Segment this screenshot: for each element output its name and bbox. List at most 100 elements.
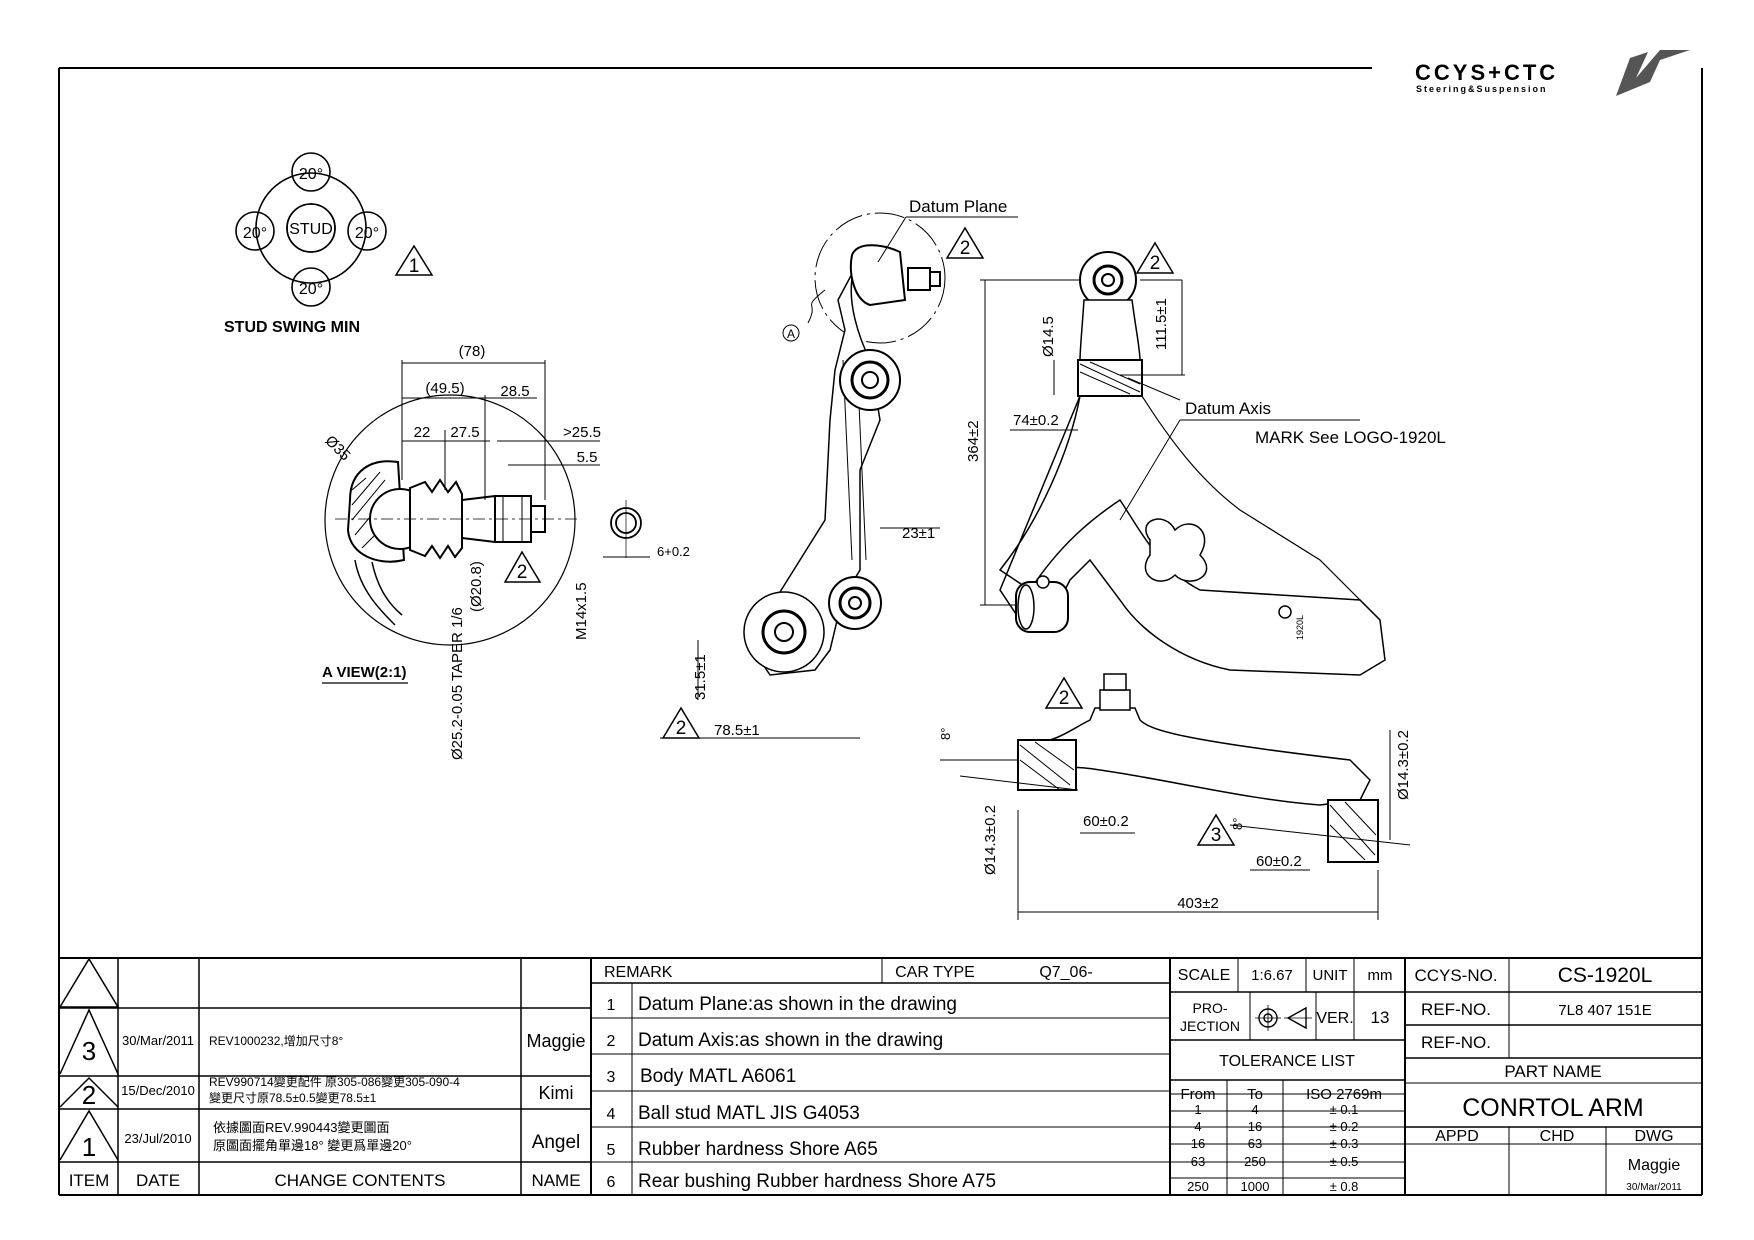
header-date: DATE [136, 1171, 180, 1190]
dwg-date: 30/Mar/2011 [1626, 1182, 1682, 1193]
tolerance-value: ± 0.1 [1330, 1102, 1359, 1117]
revision-number: 1 [409, 256, 420, 277]
ccys-no-label: CCYS-NO. [1414, 966, 1497, 985]
ccys-no-value: CS-1920L [1558, 964, 1653, 987]
tolerance-row: 63 250 ± 0.5 [1191, 1154, 1359, 1169]
remark-item: 5 Rubber hardness Shore A65 [607, 1139, 878, 1160]
tolerance-to: 4 [1251, 1102, 1258, 1117]
company-logo: CCYS+CTC Steering&Suspension [1415, 50, 1690, 96]
logo-brand: CCYS+CTC [1415, 60, 1558, 85]
angle-right: 8° [1230, 818, 1245, 830]
tolerance-header-to: To [1247, 1086, 1263, 1103]
front-view: 8° 8° Ø14.3±0.2 Ø14.3±0.2 60±0.2 60±0.2 … [938, 673, 1412, 920]
tolerance-to: 16 [1248, 1119, 1262, 1134]
remark-header: REMARK [604, 964, 673, 981]
tolerance-value: ± 0.2 [1330, 1119, 1359, 1134]
ref-no-value: 7L8 407 151E [1558, 1002, 1651, 1019]
datum-axis-label: Datum Axis [1185, 399, 1271, 418]
logo-tagline: Steering&Suspension [1416, 84, 1548, 94]
car-type-value: Q7_06- [1039, 964, 1092, 981]
version-label: VER. [1316, 1010, 1353, 1027]
chd-label: CHD [1540, 1128, 1575, 1145]
stud-swing-diagram: STUD 20° 20° 20° 20° STUD SWING MIN 1 [224, 152, 434, 336]
revision-contents: REV1000232,增加尺寸8° [209, 1034, 343, 1048]
revision-number: 3 [1211, 825, 1222, 846]
tolerance-from: 1 [1194, 1102, 1201, 1117]
dim-60-left: 60±0.2 [1083, 813, 1129, 830]
angle-left: 8° [938, 728, 953, 740]
dim-60-right: 60±0.2 [1256, 853, 1302, 870]
dim-78-5: 78.5±1 [714, 722, 760, 739]
tolerance-row: 4 16 ± 0.2 [1194, 1119, 1358, 1134]
dwg-name: Maggie [1628, 1157, 1681, 1174]
dim-dia14-5: Ø14.5 [1040, 316, 1057, 357]
dim-27-5: 27.5 [450, 424, 479, 441]
dim-23: 23±1 [902, 525, 935, 542]
ref-no-2-label: REF-NO. [1421, 1033, 1491, 1052]
tolerance-from: 4 [1194, 1119, 1201, 1134]
remark-text: Ball stud MATL JIS G4053 [638, 1103, 860, 1124]
revision-triangle [1044, 676, 1084, 709]
remark-text: Body MATL A6061 [640, 1066, 796, 1087]
tolerance-row: 1 4 ± 0.1 [1194, 1102, 1358, 1117]
part-table: CCYS-NO. CS-1920L REF-NO. 7L8 407 151E R… [1414, 964, 1682, 1193]
revision-row: 3 30/Mar/2011 REV1000232,增加尺寸8° Maggie [82, 1031, 586, 1066]
dwg-label: DWG [1634, 1128, 1673, 1145]
revision-number: 2 [1150, 253, 1161, 274]
dim-111-5: 111.5±1 [1153, 298, 1170, 350]
revision-name: Maggie [526, 1031, 585, 1051]
stud-swing-title: STUD SWING MIN [224, 319, 360, 336]
remark-number: 5 [607, 1142, 616, 1159]
tolerance-value: ± 0.5 [1330, 1154, 1359, 1169]
revision-number: 2 [960, 238, 971, 259]
dim-74: 74±0.2 [1013, 412, 1059, 429]
tolerance-from: 16 [1191, 1136, 1205, 1151]
scale-label: SCALE [1178, 967, 1230, 984]
tolerance-to: 1000 [1241, 1179, 1270, 1194]
tolerance-to: 63 [1248, 1136, 1262, 1151]
revision-triangle [394, 244, 434, 276]
remark-text: Rear bushing Rubber hardness Shore A75 [638, 1171, 996, 1192]
projection-label: JECTION [1180, 1018, 1240, 1034]
dim-364: 364±2 [965, 420, 982, 462]
mark-label: MARK See LOGO-1920L [1255, 428, 1446, 447]
dim-5-5: 5.5 [577, 449, 598, 466]
projection-symbol-icon [1255, 1005, 1312, 1031]
title-block [58, 957, 1702, 1195]
tolerance-value: ± 0.3 [1330, 1136, 1359, 1151]
remarks-table: REMARK CAR TYPE Q7_06- 1 Datum Plane:as … [604, 964, 1093, 1192]
revision-triangle [1135, 241, 1175, 274]
dim-dia35: Ø35 [322, 432, 354, 464]
revision-date: 23/Jul/2010 [124, 1131, 191, 1146]
detail-a-label: A [787, 327, 795, 341]
revision-item: 1 [82, 1132, 96, 1162]
dim-22: 22 [414, 424, 431, 441]
remark-text: Datum Plane:as shown in the drawing [638, 994, 957, 1015]
tolerance-value: ± 0.8 [1330, 1179, 1359, 1194]
a-view-detail: (78) (49.5) 28.5 22 27.5 >25.5 5.5 Ø35 (… [322, 343, 690, 760]
remark-item: 4 Ball stud MATL JIS G4053 [607, 1103, 860, 1124]
dim-78: (78) [459, 343, 486, 360]
unit-value: mm [1368, 967, 1393, 984]
datum-plane-label: Datum Plane [909, 197, 1007, 216]
tolerance-from: 250 [1187, 1179, 1209, 1194]
spec-table: SCALE 1:6.67 UNIT mm PRO- JECTION VER. 1… [1178, 967, 1393, 1194]
remark-number: 3 [607, 1069, 616, 1086]
revision-contents: 依據圖面REV.990443變更圖面 [213, 1120, 390, 1135]
remark-item: 2 Datum Axis:as shown in the drawing [607, 1030, 944, 1051]
remark-number: 2 [607, 1033, 616, 1050]
swing-bottom-circle [291, 267, 331, 307]
projection-label: PRO- [1193, 1000, 1228, 1016]
remark-item: 6 Rear bushing Rubber hardness Shore A75 [607, 1171, 997, 1192]
remark-text: Rubber hardness Shore A65 [638, 1139, 878, 1160]
part-name-label: PART NAME [1504, 1062, 1601, 1081]
logo-mark-icon [1616, 50, 1690, 96]
stud-label: STUD [289, 221, 333, 238]
revision-date: 30/Mar/2011 [122, 1033, 194, 1048]
remark-text: Datum Axis:as shown in the drawing [638, 1030, 943, 1051]
revision-contents: 原圖面擺角單邊18° 變更爲單邊20° [213, 1138, 412, 1153]
header-change-contents: CHANGE CONTENTS [275, 1171, 446, 1190]
swing-top-value: 20° [299, 166, 323, 183]
remark-item: 1 Datum Plane:as shown in the drawing [607, 994, 957, 1015]
